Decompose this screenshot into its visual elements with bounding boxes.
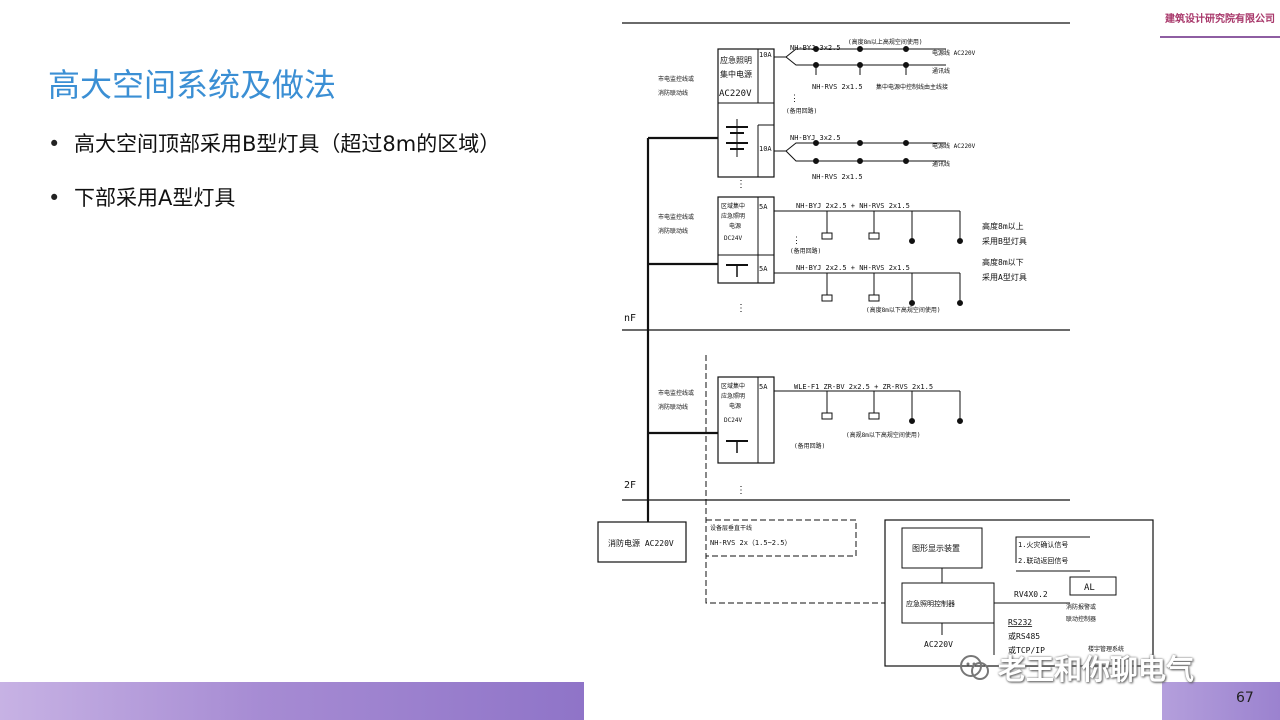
floor-label-2f: 2F: [624, 480, 636, 491]
watermark: 老王和你聊电气: [958, 648, 1194, 688]
svg-text:消防报警或: 消防报警或: [1066, 603, 1096, 611]
svg-text:2.联动返回信号: 2.联动返回信号: [1018, 556, 1068, 565]
svg-text:联动控制器: 联动控制器: [1066, 615, 1096, 623]
svg-text:NH-BYJ 3x2.5: NH-BYJ 3x2.5: [790, 134, 841, 142]
svg-text:10A: 10A: [759, 51, 772, 59]
svg-text:AC220V: AC220V: [719, 89, 752, 99]
svg-text:采用A型灯具: 采用A型灯具: [982, 272, 1027, 282]
svg-text:或RS485: 或RS485: [1008, 631, 1040, 641]
svg-text:应急照明: 应急照明: [721, 212, 745, 220]
svg-text:5A: 5A: [759, 203, 768, 211]
svg-text:NH-BYJ 2x2.5 + NH-RVS 2x1.5: NH-BYJ 2x2.5 + NH-RVS 2x1.5: [796, 202, 910, 210]
svg-text:(高度8m以下高规空间使用): (高度8m以下高规空间使用): [866, 306, 940, 314]
emergency-lighting-system-diagram: nF 2F 1F 应急照明 集中电源 AC220V 10A 10A 市电监控线或…: [597, 22, 1154, 667]
svg-text:市电监控线或: 市电监控线或: [658, 389, 694, 397]
svg-text:NH-BYJ 2x2.5 + NH-RVS 2x1.5: NH-BYJ 2x2.5 + NH-RVS 2x1.5: [796, 264, 910, 272]
watermark-text: 老王和你聊电气: [998, 653, 1195, 686]
svg-text:NH-RVS 2x1.5: NH-RVS 2x1.5: [812, 83, 863, 91]
svg-text:通讯线: 通讯线: [932, 160, 950, 168]
svg-text:RS232: RS232: [1008, 618, 1032, 627]
svg-text:或TCP/IP: 或TCP/IP: [1008, 645, 1045, 655]
svg-text:高度8m以下: 高度8m以下: [982, 257, 1024, 267]
slide-title: 高大空间系统及做法: [48, 66, 337, 104]
svg-text:WLE-F1 ZR-BV 2x2.5 + ZR-RVS 2x: WLE-F1 ZR-BV 2x2.5 + ZR-RVS 2x1.5: [794, 383, 933, 391]
svg-text:电源: 电源: [729, 222, 741, 230]
svg-text:消防联动线: 消防联动线: [658, 403, 688, 411]
svg-text:集中电源中控制线由主线接: 集中电源中控制线由主线接: [876, 83, 948, 91]
svg-text:RV4X0.2: RV4X0.2: [1014, 590, 1048, 599]
svg-text:区域集中: 区域集中: [721, 202, 745, 210]
svg-text:AL: AL: [1084, 583, 1095, 593]
svg-text:市电监控线或: 市电监控线或: [658, 75, 694, 83]
svg-text:区域集中: 区域集中: [721, 382, 745, 390]
svg-text:电源线 AC220V: 电源线 AC220V: [932, 49, 976, 57]
svg-text:⋮: ⋮: [736, 179, 746, 190]
svg-text:1.火灾确认信号: 1.火灾确认信号: [1018, 540, 1068, 549]
regional-power-supply-dc-2f: 区域集中 应急照明 电源 DC24V 5A: [717, 376, 775, 464]
svg-text:应急照明控制器: 应急照明控制器: [906, 599, 955, 608]
circuit-dc-2f: [774, 390, 963, 424]
circuit-dc-nf-1: [774, 210, 963, 244]
footer-band-right: [1162, 682, 1280, 720]
svg-text:(备用回路): (备用回路): [794, 442, 825, 450]
vertical-trunk: 设备层垂直干线 NH-RVS 2x（1.5~2.5）: [705, 355, 885, 604]
svg-text:通讯线: 通讯线: [932, 67, 950, 75]
svg-text:⋮: ⋮: [792, 236, 801, 246]
svg-text:设备层垂直干线: 设备层垂直干线: [710, 524, 752, 532]
svg-text:集中电源: 集中电源: [720, 69, 752, 79]
svg-text:图形显示装置: 图形显示装置: [912, 543, 960, 553]
svg-text:应急照明: 应急照明: [721, 392, 745, 400]
svg-text:电源: 电源: [729, 402, 741, 410]
circuit-ac-2: [774, 140, 946, 164]
svg-text:⋮: ⋮: [736, 303, 746, 314]
footer-band: [0, 682, 584, 720]
svg-text:⋮: ⋮: [736, 485, 746, 496]
svg-text:AC220V: AC220V: [924, 640, 953, 649]
organization-label: 建筑设计研究院有限公司: [1160, 10, 1280, 38]
svg-text:采用B型灯具: 采用B型灯具: [982, 236, 1027, 246]
svg-text:消防联动线: 消防联动线: [658, 227, 688, 235]
svg-text:高度8m以上: 高度8m以上: [982, 221, 1024, 231]
fire-power-source: 消防电源 AC220V: [597, 521, 687, 563]
svg-text:5A: 5A: [759, 383, 768, 391]
bullet-item: 下部采用A型灯具: [48, 182, 500, 212]
svg-text:DC24V: DC24V: [724, 417, 742, 424]
floor-label-nf: nF: [624, 313, 636, 324]
svg-text:电源线 AC220V: 电源线 AC220V: [932, 142, 976, 150]
wechat-icon: [960, 655, 989, 680]
bullet-list: 高大空间顶部采用B型灯具（超过8m的区域） 下部采用A型灯具: [48, 128, 500, 236]
svg-text:(备用回路): (备用回路): [786, 107, 817, 115]
svg-text:消防联动线: 消防联动线: [658, 89, 688, 97]
svg-text:NH-RVS 2x1.5: NH-RVS 2x1.5: [812, 173, 863, 181]
central-power-supply-ac: 应急照明 集中电源 AC220V 10A 10A: [717, 48, 775, 178]
svg-text:消防电源 AC220V: 消防电源 AC220V: [608, 538, 674, 548]
svg-text:(高度8m以上高规空间使用): (高度8m以上高规空间使用): [848, 38, 922, 46]
control-panel: 图形显示装置 应急照明控制器 AC220V RV4X0.2 AL 消防报警或 联…: [884, 519, 1154, 667]
circuit-dc-nf-2: [774, 272, 963, 306]
svg-text:(高规8m以下高规空间使用): (高规8m以下高规空间使用): [846, 431, 920, 439]
regional-power-supply-dc-nf: 区域集中 应急照明 电源 DC24V 5A 5A: [717, 196, 775, 284]
page-number: 67: [1236, 690, 1254, 706]
svg-text:NH-RVS 2x（1.5~2.5）: NH-RVS 2x（1.5~2.5）: [710, 539, 791, 547]
svg-text:应急照明: 应急照明: [720, 55, 752, 65]
svg-text:⋮: ⋮: [790, 94, 799, 104]
svg-text:(备用回路): (备用回路): [790, 247, 821, 255]
svg-text:10A: 10A: [759, 145, 772, 153]
bullet-item: 高大空间顶部采用B型灯具（超过8m的区域）: [48, 128, 500, 158]
svg-text:市电监控线或: 市电监控线或: [658, 213, 694, 221]
svg-text:楼宇管理系统: 楼宇管理系统: [1088, 645, 1124, 653]
svg-text:DC24V: DC24V: [724, 235, 742, 242]
svg-text:5A: 5A: [759, 265, 768, 273]
circuit-ac-1: [774, 46, 946, 75]
svg-text:NH-BYJ 3x2.5: NH-BYJ 3x2.5: [790, 44, 841, 52]
